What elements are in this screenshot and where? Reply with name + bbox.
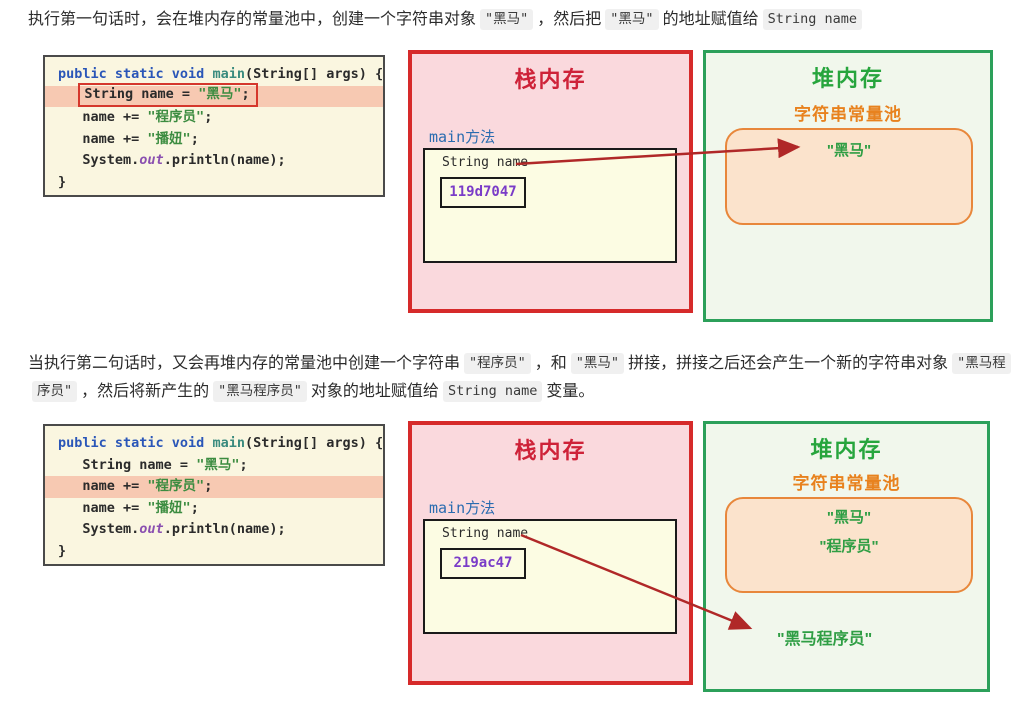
inline-code-chip: String name — [442, 381, 543, 402]
stack-memory-box-2: 栈内存 main方法 String name 219ac47 — [408, 421, 693, 685]
string-constant-pool: "黑马" "程序员" — [725, 497, 973, 593]
code-line: String name = "黑马"; — [82, 456, 248, 473]
string-constant-pool-label: 字符串常量池 — [794, 105, 902, 124]
code-line: System.out.println(name); — [82, 521, 286, 537]
paragraph-text: ，然后将新产生的 — [81, 383, 210, 400]
pool-string-object: "程序员" — [819, 538, 879, 555]
inline-code-chip: 序员" — [32, 381, 78, 402]
paragraph-text: 执行第一句话时，会在堆内存的常量池中，创建一个字符串对象 — [28, 11, 477, 28]
code-block-1: public static void main(String[] args) {… — [43, 55, 385, 197]
inline-code-chip: "黑马程序员" — [213, 381, 307, 402]
main-method-frame: String name 219ac47 — [423, 519, 677, 634]
code-block-2: public static void main(String[] args) {… — [43, 424, 385, 566]
string-name-variable-label: String name — [442, 526, 529, 541]
inline-code-chip: "黑马程 — [952, 353, 1011, 374]
string-name-variable-label: String name — [442, 155, 529, 170]
code-line: name += "播妞"; — [82, 499, 199, 516]
heap-memory-title: 堆内存 — [810, 437, 883, 462]
address-value-box: 219ac47 — [440, 548, 526, 579]
paragraph-1: 执行第一句话时，会在堆内存的常量池中，创建一个字符串对象"黑马"，然后把"黑马"… — [28, 8, 866, 32]
pool-string-object: "黑马" — [826, 142, 872, 159]
paragraph-text: 的地址赋值给 — [662, 11, 759, 28]
main-method-label: main方法 — [429, 128, 496, 146]
paragraph-text: 对象的地址赋值给 — [310, 383, 439, 400]
pool-string-object: "黑马" — [826, 509, 872, 526]
inline-code-chip: "黑马" — [570, 353, 625, 374]
paragraph-text: ，和 — [534, 355, 567, 372]
code-line: name += "程序员"; — [45, 476, 383, 498]
inline-code-chip: "程序员" — [464, 353, 531, 374]
stack-memory-title: 栈内存 — [514, 67, 587, 92]
stack-memory-box-1: 栈内存 main方法 String name 119d7047 — [408, 50, 693, 313]
concatenated-string-object: "黑马程序员" — [777, 631, 873, 648]
code-line: public static void main(String[] args) { — [58, 435, 384, 451]
heap-memory-box-1: 堆内存 字符串常量池 "黑马" — [703, 50, 993, 322]
heap-memory-box-2: 堆内存 字符串常量池 "黑马" "程序员" "黑马程序员" — [703, 421, 990, 692]
paragraph-text: 变量。 — [546, 383, 595, 400]
inline-code-chip: "黑马" — [605, 9, 659, 30]
code-line: System.out.println(name); — [82, 152, 286, 168]
string-constant-pool: "黑马" — [725, 128, 973, 225]
highlighted-statement-box: String name = "黑马"; — [78, 82, 258, 107]
main-method-label: main方法 — [429, 499, 496, 517]
inline-code-chip: "黑马" — [480, 9, 534, 30]
paragraph-2-line-1: 当执行第二句话时，又会再堆内存的常量池中创建一个字符串"程序员"，和"黑马"拼接… — [28, 350, 1012, 378]
main-method-frame: String name 119d7047 — [423, 148, 677, 263]
paragraph-2: 当执行第二句话时，又会再堆内存的常量池中创建一个字符串"程序员"，和"黑马"拼接… — [28, 350, 1012, 406]
code-line: name += "播妞"; — [82, 130, 199, 147]
code-line: } — [58, 173, 67, 190]
address-value-box: 119d7047 — [440, 177, 526, 208]
heap-memory-title: 堆内存 — [811, 66, 884, 91]
code-line: } — [58, 542, 67, 559]
code-line: public static void main(String[] args) { — [58, 66, 384, 82]
inline-code-chip: String name — [762, 9, 862, 30]
code-line: String name = "黑马"; — [45, 82, 383, 107]
code-line: name += "程序员"; — [82, 109, 213, 125]
paragraph-text: 当执行第二句话时，又会再堆内存的常量池中创建一个字符串 — [28, 355, 461, 372]
stack-memory-title: 栈内存 — [514, 438, 587, 463]
paragraph-text: 拼接，拼接之后还会产生一个新的字符串对象 — [628, 355, 949, 372]
paragraph-text: ，然后把 — [537, 11, 602, 28]
string-constant-pool-label: 字符串常量池 — [792, 474, 901, 493]
